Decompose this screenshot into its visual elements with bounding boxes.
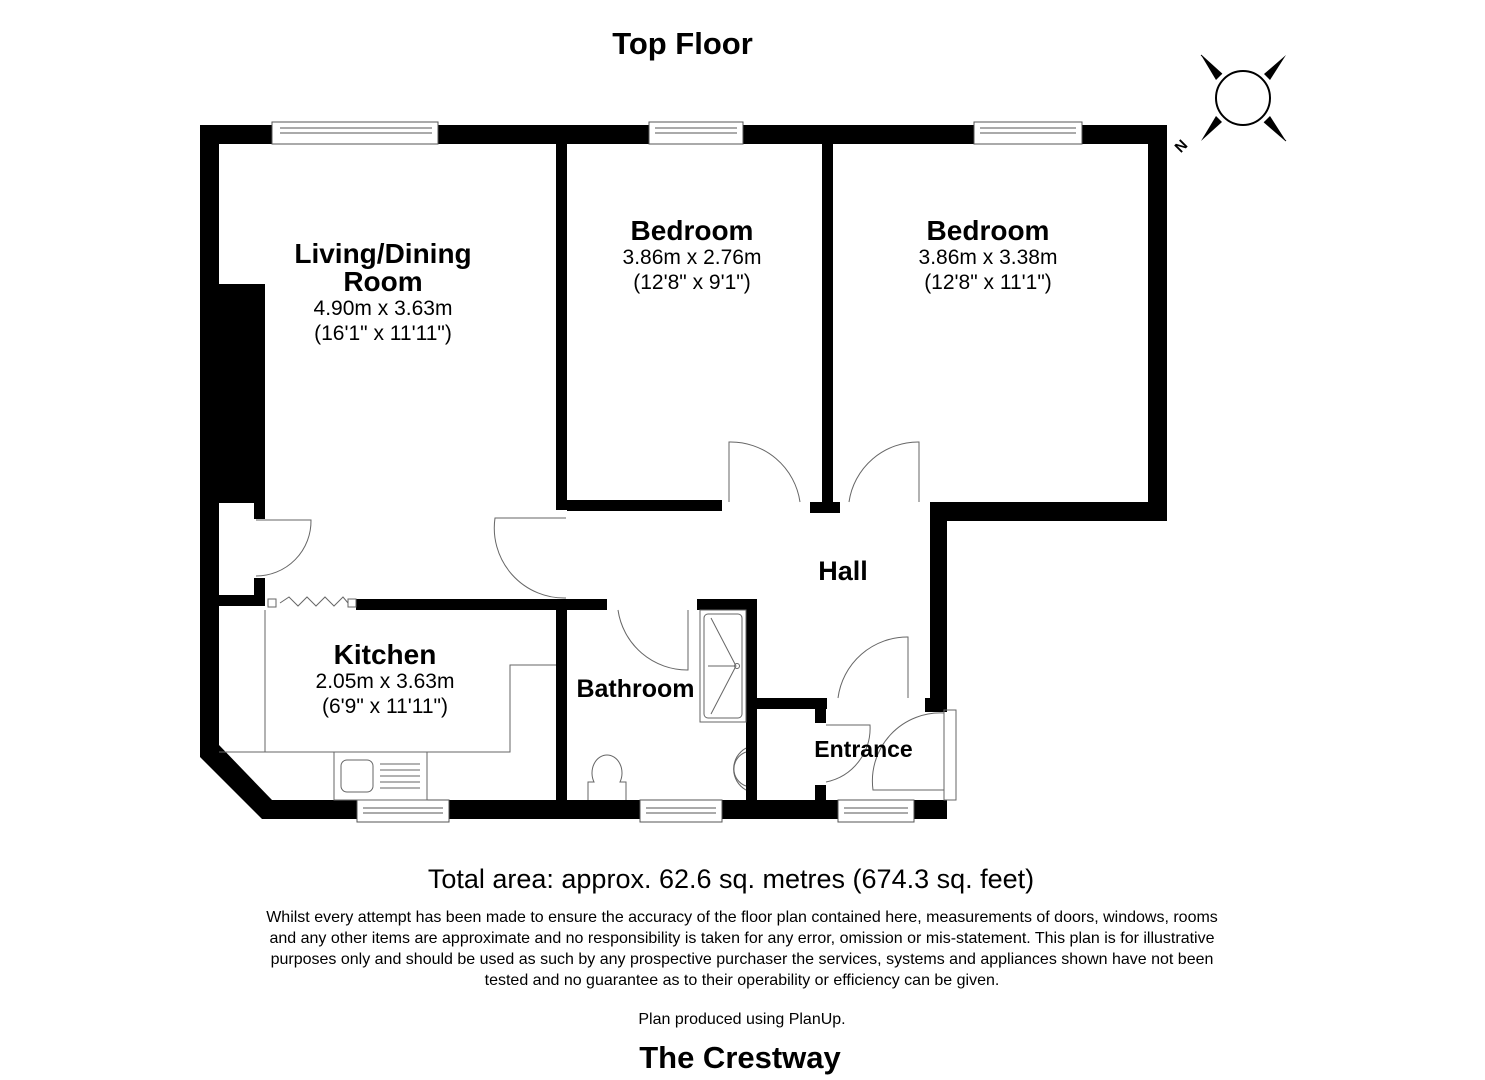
room-name: Kitchen <box>333 639 437 670</box>
doors <box>255 441 957 801</box>
room-dimensions-imperial: (6'9" x 11'11") <box>321 695 449 719</box>
room-dimensions-metric: 2.05m x 3.63m <box>315 670 455 693</box>
disclaimer-text: Whilst every attempt has been made to en… <box>266 909 1218 989</box>
property-name: The Crestway <box>639 1040 841 1075</box>
room-hall: Hall <box>818 556 868 586</box>
kitchen-fittings <box>219 610 556 801</box>
room-bedroom-2: Bedroom 3.86m x 3.38m (12'8" x 11'1") <box>873 217 1103 295</box>
room-name: Bedroom <box>630 215 754 246</box>
plan-credit: Plan produced using PlanUp. <box>638 1011 846 1028</box>
room-dimensions-metric: 3.86m x 3.38m <box>918 246 1058 269</box>
room-name: Living/Dining <box>294 238 472 269</box>
room-dimensions-metric: 3.86m x 2.76m <box>622 246 762 269</box>
room-bedroom-1: Bedroom 3.86m x 2.76m (12'8" x 9'1") <box>577 217 807 295</box>
walls <box>200 125 1167 819</box>
room-living-dining: Living/Dining Room 4.90m x 3.63m (16'1" … <box>268 240 498 346</box>
bathroom-fittings <box>587 609 747 800</box>
room-dimensions-imperial: (16'1" x 11'11") <box>314 322 452 346</box>
compass-north-icon <box>1200 54 1287 142</box>
room-dimensions-imperial: (12'8" x 9'1") <box>633 271 751 295</box>
room-dimensions-imperial: (12'8" x 11'1") <box>924 271 1052 295</box>
room-dimensions-metric: 4.90m x 3.63m <box>313 297 453 320</box>
room-bathroom: Bathroom <box>576 675 695 703</box>
room-kitchen: Kitchen 2.05m x 3.63m (6'9" x 11'11") <box>270 641 500 719</box>
total-area: Total area: approx. 62.6 sq. metres (674… <box>427 864 1035 894</box>
floor-title: Top Floor <box>612 26 753 61</box>
room-name: Bedroom <box>926 215 1050 246</box>
windows <box>271 121 1083 823</box>
room-entrance: Entrance <box>814 736 913 762</box>
room-name: Room <box>343 266 423 297</box>
